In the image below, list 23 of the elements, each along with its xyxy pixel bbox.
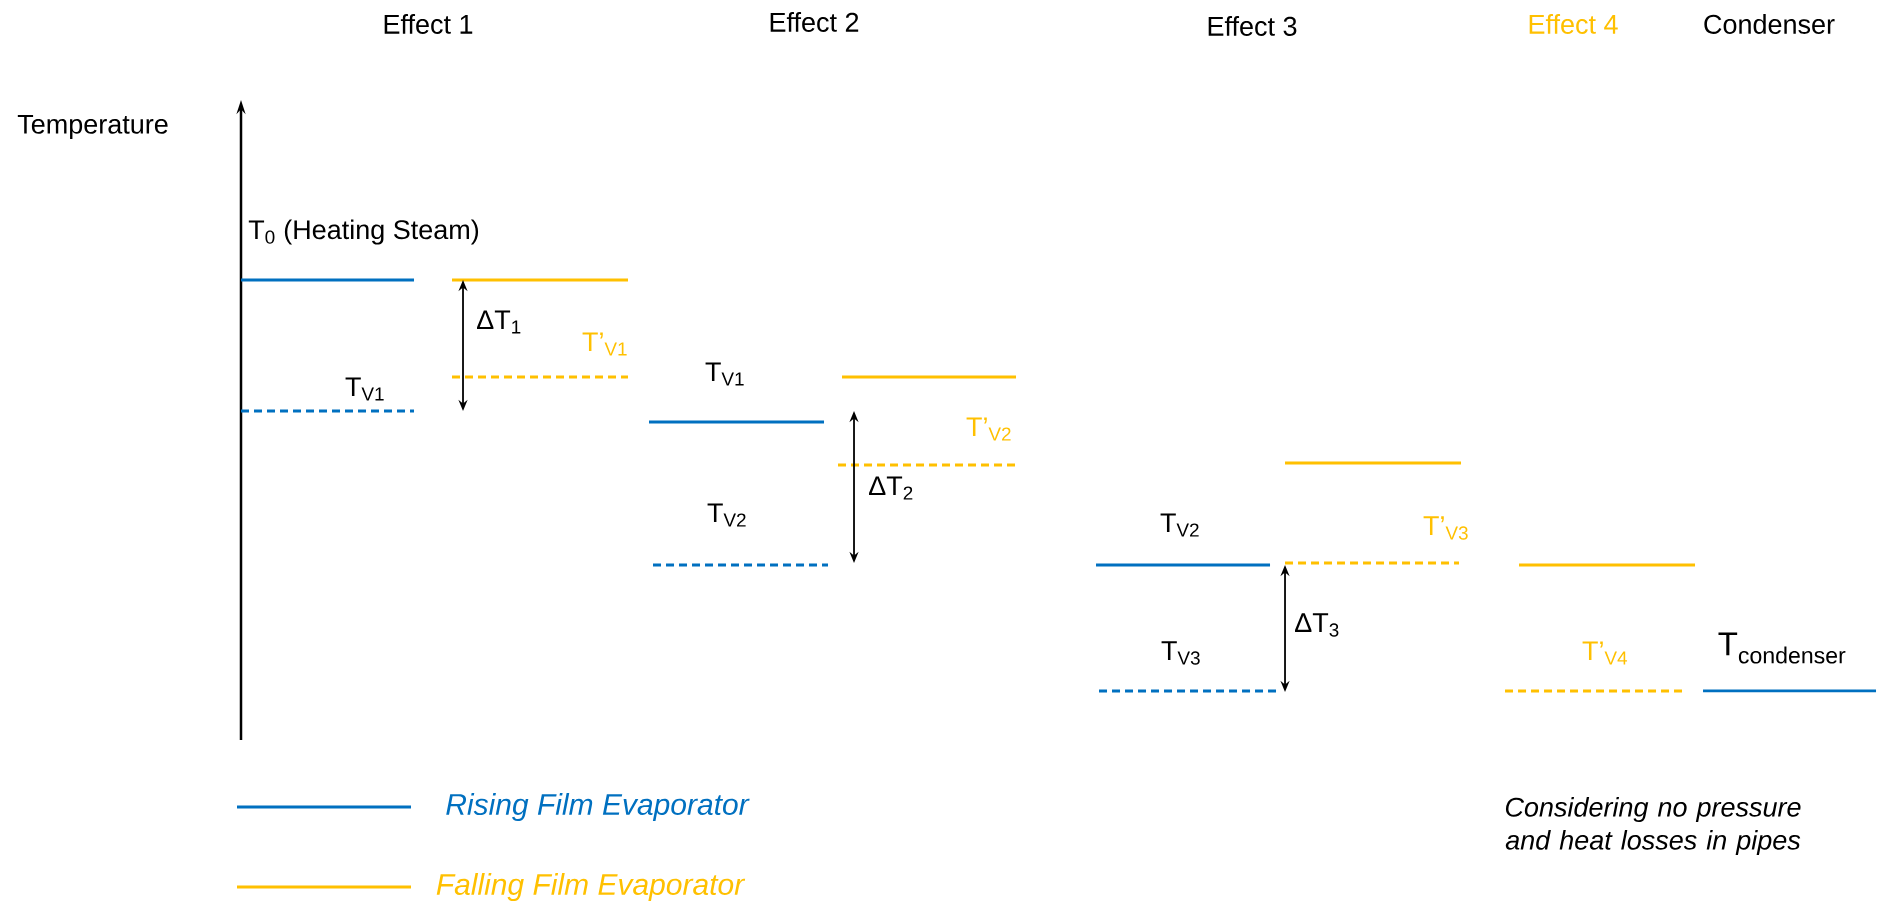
delta-label: ΔT$_{3}$ xyxy=(1295,613,1339,637)
level-label: T’$_{V4}$ xyxy=(1582,641,1627,665)
level-label: T$_{0}$ (Heating Steam) xyxy=(248,219,479,245)
axis-label: Temperature xyxy=(17,114,168,140)
delta-label: ΔT$_{1}$ xyxy=(477,310,521,334)
level-label: T$_{V2}$ xyxy=(707,503,746,527)
column-heading: Effect 4 xyxy=(1529,14,1618,34)
note-text: Considering no pressure and heat losses in pipes xyxy=(1505,796,1801,856)
level-label: T$_{V2}$ xyxy=(1160,513,1199,537)
level-label: T’$_{V3}$ xyxy=(1423,516,1468,540)
legend-text: Falling Film Evaporator xyxy=(436,873,746,901)
level-label: T’$_{V2}$ xyxy=(966,417,1011,441)
level-label: T’$_{V1}$ xyxy=(582,332,627,356)
level-label: T$_{V3}$ xyxy=(1161,641,1200,665)
legend-text: Rising Film Evaporator xyxy=(446,793,750,821)
column-heading: Condenser xyxy=(1704,14,1835,34)
column-heading: Effect 3 xyxy=(1208,16,1297,36)
level-label: T$_{V1}$ xyxy=(345,377,384,401)
delta-label: ΔT$_{2}$ xyxy=(869,476,913,500)
column-heading: Effect 1 xyxy=(384,14,473,34)
level-label: $\text{T}_{\text{condenser}}$ xyxy=(1718,632,1846,664)
level-label: T$_{V1}$ xyxy=(705,362,744,386)
column-heading: Effect 2 xyxy=(770,12,859,32)
